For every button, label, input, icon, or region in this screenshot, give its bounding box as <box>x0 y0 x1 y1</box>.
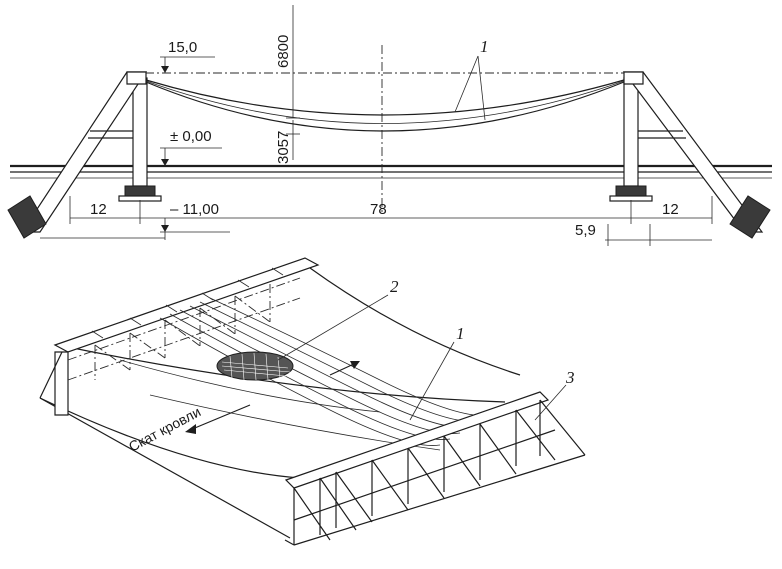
right-column <box>623 77 639 187</box>
slope-arrow-up <box>329 362 357 376</box>
callout-3-leader <box>534 384 567 421</box>
back-end-strut <box>39 351 63 399</box>
cable-mid <box>145 80 625 124</box>
roof-front-curve <box>39 397 301 479</box>
callout-1-leader-b <box>477 55 486 121</box>
mesh-panel <box>216 351 294 381</box>
callout-1p-label: 1 <box>456 324 465 343</box>
a-frame-4 <box>407 447 445 504</box>
dim-left-span-label: 12 <box>90 201 107 218</box>
a-frame-3 <box>371 459 409 516</box>
slope-arrow-down-head <box>185 424 196 434</box>
a-frame-7 <box>515 409 556 466</box>
elevation-view: 1 15,0 6800 3057 ± 0,00 12 78 12 – 11,00 <box>7 5 772 246</box>
left-footing <box>124 185 156 197</box>
dim-zero-label: ± 0,00 <box>170 128 212 145</box>
dim-anchor-label: 5,9 <box>575 222 596 239</box>
callout-3-label: 3 <box>565 368 575 387</box>
dim-6800-label: 6800 <box>275 35 292 68</box>
perspective-view: Скат кровли 2 1 3 <box>39 257 586 546</box>
slope-arrow-up-head <box>350 361 360 369</box>
right-footing <box>615 185 647 197</box>
left-strut <box>20 71 148 233</box>
dim-3057-label: 3057 <box>275 131 292 164</box>
dim-15-label: 15,0 <box>168 39 197 56</box>
callout-1-leader-a <box>454 55 479 113</box>
dim-foundation-arrow <box>161 225 169 232</box>
front-frame-ties <box>284 429 586 546</box>
right-pylon <box>609 71 771 239</box>
left-pylon <box>7 71 162 239</box>
back-beam-segments <box>91 267 284 339</box>
slope-arrow-down <box>189 404 251 431</box>
left-column-cap <box>126 71 147 85</box>
left-anchor-block <box>7 195 47 239</box>
front-a-frames <box>293 399 586 545</box>
back-beam <box>53 257 320 353</box>
cable-bundle <box>159 297 491 446</box>
callout-1-label: 1 <box>480 37 489 56</box>
dim-main-span-label: 78 <box>370 201 387 218</box>
a-frame-2 <box>335 471 373 528</box>
a-frame-5 <box>443 435 481 492</box>
front-frame-row <box>284 391 586 546</box>
back-frame-bracing <box>67 277 301 381</box>
roof-back-edge <box>57 344 506 403</box>
roof-upper-curve <box>309 267 521 376</box>
right-anchor-block <box>729 195 771 239</box>
cable-upper <box>145 79 625 116</box>
front-beam <box>284 391 550 489</box>
slope-arrows <box>185 361 360 434</box>
a-frame-8 <box>539 399 586 456</box>
back-frame-row <box>39 257 320 416</box>
left-column <box>132 77 148 187</box>
a-frame-6 <box>479 423 517 480</box>
callout-1p-leader <box>409 341 455 421</box>
dim-foundation-label: – 11,00 <box>170 201 219 218</box>
dim-15-arrow <box>161 66 169 73</box>
right-column-cap <box>623 71 644 85</box>
back-end-post <box>54 351 69 416</box>
cable-lower <box>145 81 625 132</box>
dim-right-span-label: 12 <box>662 201 679 218</box>
callout-2-label: 2 <box>390 277 399 296</box>
dim-zero-arrow <box>161 159 169 166</box>
roof-left-edge <box>39 397 291 539</box>
callout-2-leader <box>277 294 389 361</box>
